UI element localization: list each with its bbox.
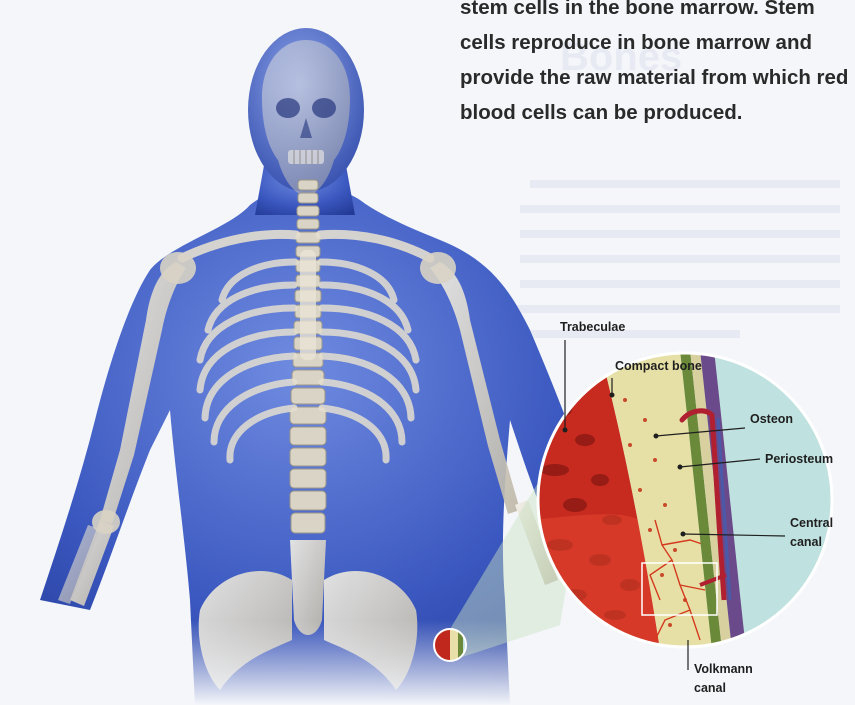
left-elbow-joint: [92, 510, 120, 534]
caption-text: stem cells in the bone marrow. Stem cell…: [460, 0, 850, 130]
label-periosteum: Periosteum: [765, 452, 833, 466]
label-osteon: Osteon: [750, 412, 793, 426]
label-volkmann-canal-line1: Volkmann: [694, 662, 753, 676]
label-central-canal-line1: Central: [790, 516, 833, 530]
right-shoulder-joint: [420, 252, 456, 284]
left-shoulder-joint: [160, 252, 196, 284]
bone-cross-section: [530, 350, 840, 650]
label-compact-bone: Compact bone: [615, 359, 702, 373]
label-volkmann-canal-line2: canal: [694, 681, 726, 695]
label-trabeculae: Trabeculae: [560, 320, 625, 334]
sternum: [300, 250, 316, 360]
label-central-canal-line2: canal: [790, 535, 822, 549]
